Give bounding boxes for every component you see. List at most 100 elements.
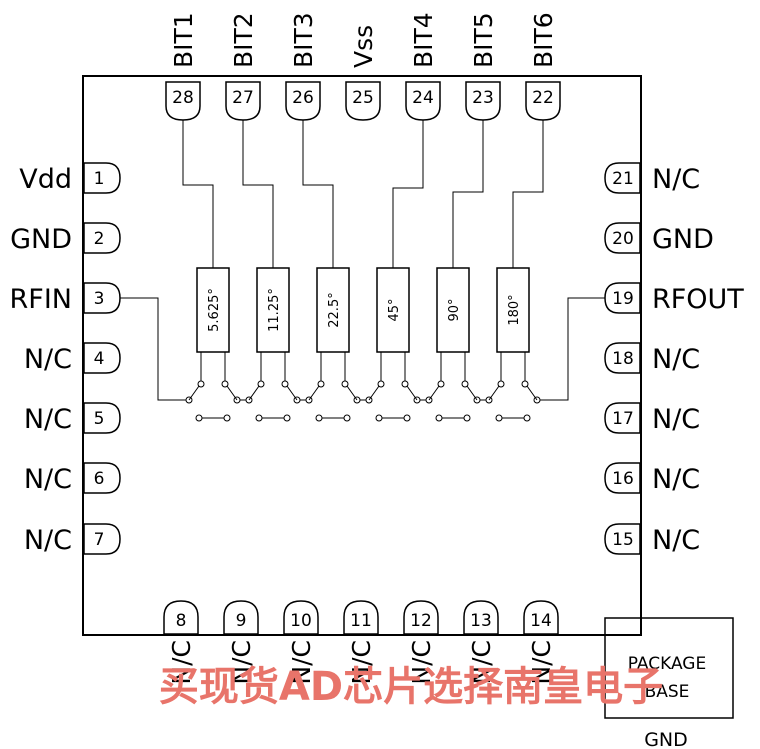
switch-contact [341,380,349,388]
right-pin-label: N/C [652,464,700,495]
control-line [452,120,484,268]
switch-contact [437,380,445,388]
bottom-pin-label: N/C [227,640,256,685]
bottom-pin-pad [163,600,199,635]
bottom-pin-label: N/C [287,640,316,685]
right-pin-label: N/C [652,344,700,375]
top-pin-number: 25 [352,88,374,108]
phase-bit-label: 5.625° [207,288,222,332]
right-pin-pad [604,462,641,494]
right-pin-number: 20 [612,229,634,249]
left-pin-pad [83,523,121,555]
top-pin-label: BIT6 [529,12,558,68]
control-line [512,120,544,268]
bypass-contact [463,414,471,422]
top-pins: 28BIT127BIT226BIT325Vss24BIT423BIT522BIT… [165,12,561,121]
top-pin-label: BIT4 [409,12,438,68]
bypass-contact [523,414,531,422]
bottom-pin-pad [343,600,379,635]
phase-bit-box [436,267,470,353]
switch-arm [308,385,320,401]
left-pin-pad [83,162,121,194]
left-pin-number: 5 [94,409,105,429]
top-pin-label: BIT3 [289,12,318,68]
control-line [182,120,214,268]
bottom-pin-label: N/C [527,640,556,685]
switch-arm [466,385,478,401]
switch-arm [368,385,380,401]
switch-arm [188,385,200,401]
bottom-pin-label: N/C [347,640,376,685]
package-base-label-2: BASE [645,682,690,702]
bottom-pin-label: N/C [167,640,196,685]
left-pin-label: Vdd [19,164,72,195]
bottom-pin-number: 10 [290,611,312,631]
bottom-pin-number: 8 [176,611,187,631]
bypass-contact [255,414,263,422]
top-pin-number: 22 [532,88,554,108]
phase-bit-box [496,267,530,353]
top-pin-pad [165,81,201,121]
left-pin-number: 1 [94,169,105,189]
left-pin-number: 2 [94,229,105,249]
switch-arm [286,385,298,401]
top-pin-label: BIT2 [229,12,258,68]
right-pin-label: N/C [652,164,700,195]
bottom-pin-number: 13 [470,611,492,631]
left-pin-label: N/C [24,525,72,556]
bypass-contact [283,414,291,422]
right-pin-number: 19 [612,289,634,309]
right-pin-number: 21 [612,169,634,189]
switch-contact [257,380,265,388]
left-pin-number: 6 [94,469,105,489]
left-pin-label: RFIN [10,284,72,315]
watermark-text: 买现货AD芯片选择南皇电子 [159,664,663,710]
left-pin-pad [83,402,121,434]
phase-shifter-circuit: 5.625°11.25°22.5°45°90°180° [120,120,605,422]
right-pin-label: N/C [652,404,700,435]
bypass-contact [315,414,323,422]
bottom-pin-number: 12 [410,611,432,631]
switch-contact [281,380,289,388]
rfout-trace [540,297,605,401]
switch-contact [377,380,385,388]
control-line [242,120,274,268]
left-pin-number: 3 [94,289,105,309]
switch-arm [406,385,418,401]
top-pin-number: 27 [232,88,254,108]
bottom-pin-pad [403,600,439,635]
top-pin-pad [525,81,561,121]
switch-contact [401,380,409,388]
bypass-contact [495,414,503,422]
left-pin-number: 7 [94,530,105,550]
left-pin-pad [83,462,121,494]
right-pin-number: 17 [612,409,634,429]
right-pin-label: N/C [652,525,700,556]
bypass-contact [375,414,383,422]
top-pin-label: BIT5 [469,12,498,68]
top-pin-pad [225,81,261,121]
left-pin-label: N/C [24,404,72,435]
bypass-contact [343,414,351,422]
right-pin-pad [604,523,641,555]
top-pin-number: 23 [472,88,494,108]
control-line [302,120,334,268]
right-pin-number: 18 [612,349,634,369]
switch-contact [461,380,469,388]
top-pin-label: Vss [349,25,378,68]
left-pin-pad [83,282,121,314]
switch-arm [526,385,538,401]
top-pin-label: BIT1 [169,12,198,68]
phase-bit-label: 180° [507,294,522,325]
phase-bit-label: 90° [447,298,462,321]
switch-contact [221,380,229,388]
right-pin-label: GND [652,224,714,255]
bypass-contact [403,414,411,422]
phase-bit-box [256,267,290,353]
right-pin-pad [604,162,641,194]
phase-bit-box [376,267,410,353]
